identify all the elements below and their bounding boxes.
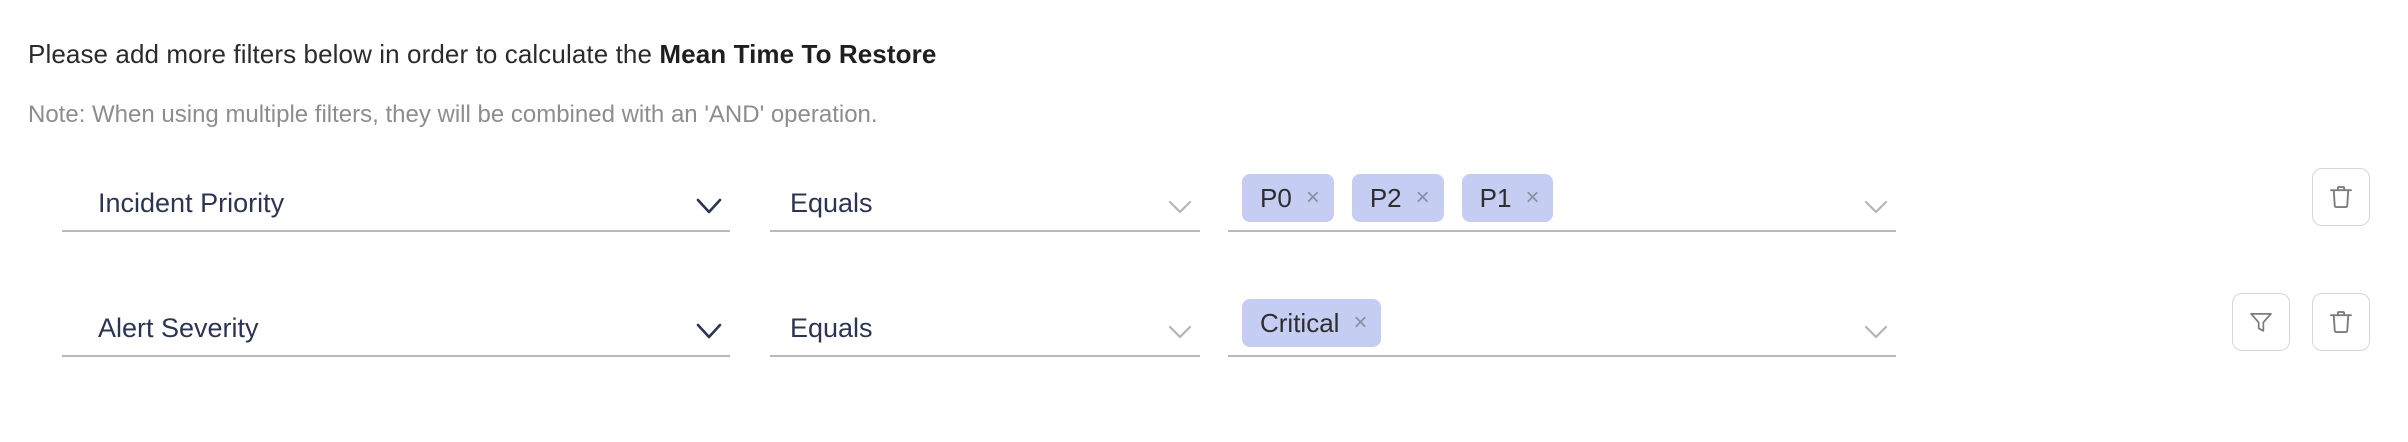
filter-field-value: Incident Priority xyxy=(98,188,285,218)
delete-filter-button[interactable] xyxy=(2312,168,2370,226)
close-icon[interactable]: × xyxy=(1415,184,1430,211)
close-icon[interactable]: × xyxy=(1353,309,1368,336)
filter-field-select[interactable]: Alert Severity xyxy=(62,285,730,357)
value-chip-label: P2 xyxy=(1369,183,1402,213)
filter-field-value: Alert Severity xyxy=(98,313,259,343)
funnel-icon xyxy=(2247,308,2275,336)
chevron-down-icon[interactable] xyxy=(1166,323,1194,341)
filter-row-actions xyxy=(2312,168,2370,226)
filter-row: Alert Severity Equals Cr xyxy=(0,285,2408,410)
filter-rows: Incident Priority Equals xyxy=(0,160,2408,410)
value-chip[interactable]: P0 × xyxy=(1242,174,1334,222)
value-chip-label: P1 xyxy=(1479,183,1512,213)
chevron-down-icon[interactable] xyxy=(694,321,724,341)
filter-row-actions xyxy=(2232,293,2370,351)
add-filter-button[interactable] xyxy=(2232,293,2290,351)
filter-values-select[interactable]: P0 × P2 × P1 × xyxy=(1228,160,1896,232)
filter-operator-value: Equals xyxy=(790,188,873,218)
filter-values-select[interactable]: Critical × xyxy=(1228,285,1896,357)
value-chip[interactable]: P1 × xyxy=(1461,174,1554,222)
trash-icon xyxy=(2326,182,2356,212)
value-chip[interactable]: P2 × xyxy=(1351,174,1444,222)
chevron-down-icon[interactable] xyxy=(1166,198,1194,216)
filter-operator-value: Equals xyxy=(790,313,873,343)
filter-note: Note: When using multiple filters, they … xyxy=(28,101,878,128)
filter-operator-select[interactable]: Equals xyxy=(770,160,1200,232)
metric-name: Mean Time To Restore xyxy=(659,39,937,69)
chevron-down-icon[interactable] xyxy=(1862,323,1890,341)
filter-value-chips: P0 × P2 × P1 × xyxy=(1234,174,1554,222)
close-icon[interactable]: × xyxy=(1305,184,1320,211)
page-title: Please add more filters below in order t… xyxy=(28,38,936,70)
trash-icon xyxy=(2326,307,2356,337)
filter-value-chips: Critical × xyxy=(1234,299,1382,347)
value-chip-label: Critical xyxy=(1260,308,1340,338)
delete-filter-button[interactable] xyxy=(2312,293,2370,351)
value-chip-label: P0 xyxy=(1260,183,1292,213)
filter-field-select[interactable]: Incident Priority xyxy=(62,160,730,232)
filter-row: Incident Priority Equals xyxy=(0,160,2408,285)
close-icon[interactable]: × xyxy=(1525,184,1540,211)
chevron-down-icon[interactable] xyxy=(1862,198,1890,216)
filter-operator-select[interactable]: Equals xyxy=(770,285,1200,357)
value-chip[interactable]: Critical × xyxy=(1242,299,1382,347)
page-title-prefix: Please add more filters below in order t… xyxy=(28,39,660,69)
chevron-down-icon[interactable] xyxy=(694,196,724,216)
